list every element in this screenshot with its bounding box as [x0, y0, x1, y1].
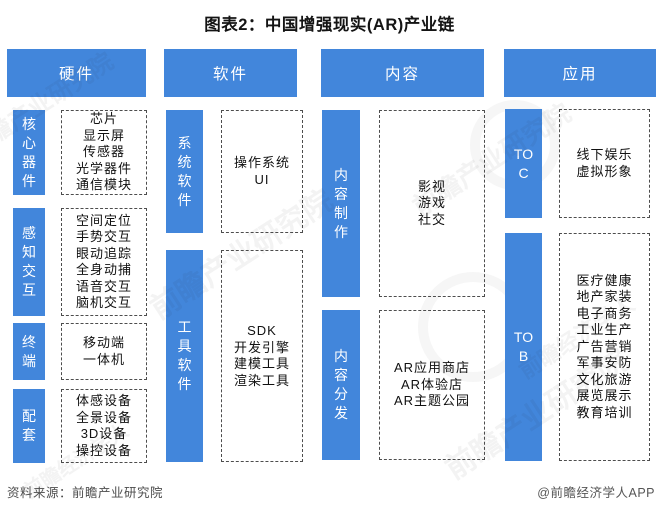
footer-credit: @前瞻经济学人APP	[537, 486, 655, 500]
section-items-to-b: 医疗健康地产家装电子商务工业生产广告营销军事安防文化旅游展览展示教育培训	[559, 233, 650, 461]
column-header-application: 应用	[504, 49, 656, 97]
section-label-system-software: 系统软件	[166, 110, 203, 233]
section-label-accessories: 配套	[13, 389, 45, 463]
chart-title: 图表2：中国增强现实(AR)产业链	[204, 16, 455, 34]
section-items-terminal: 移动端一体机	[61, 323, 147, 380]
section-label-terminal: 终端	[13, 323, 45, 380]
section-label-content-production: 内容制作	[322, 110, 360, 297]
column-header-hardware: 硬件	[7, 49, 146, 97]
section-label-core-components: 核心器件	[13, 110, 45, 195]
section-items-perception-interaction: 空间定位手势交互眼动追踪全身动捕语音交互脑机交互	[61, 208, 147, 316]
section-items-to-c: 线下娱乐虚拟形象	[559, 109, 650, 218]
section-label-content-distribution: 内容分发	[322, 310, 360, 460]
column-header-content: 内容	[321, 49, 484, 97]
column-header-software: 软件	[164, 49, 297, 97]
section-items-content-production: 影视游戏社交	[379, 110, 485, 297]
footer-source: 资料来源：前瞻产业研究院	[7, 486, 164, 500]
section-items-core-components: 芯片显示屏传感器光学器件通信模块	[61, 110, 147, 195]
section-label-tool-software: 工具软件	[166, 250, 203, 462]
section-label-perception-interaction: 感知交互	[13, 208, 45, 316]
